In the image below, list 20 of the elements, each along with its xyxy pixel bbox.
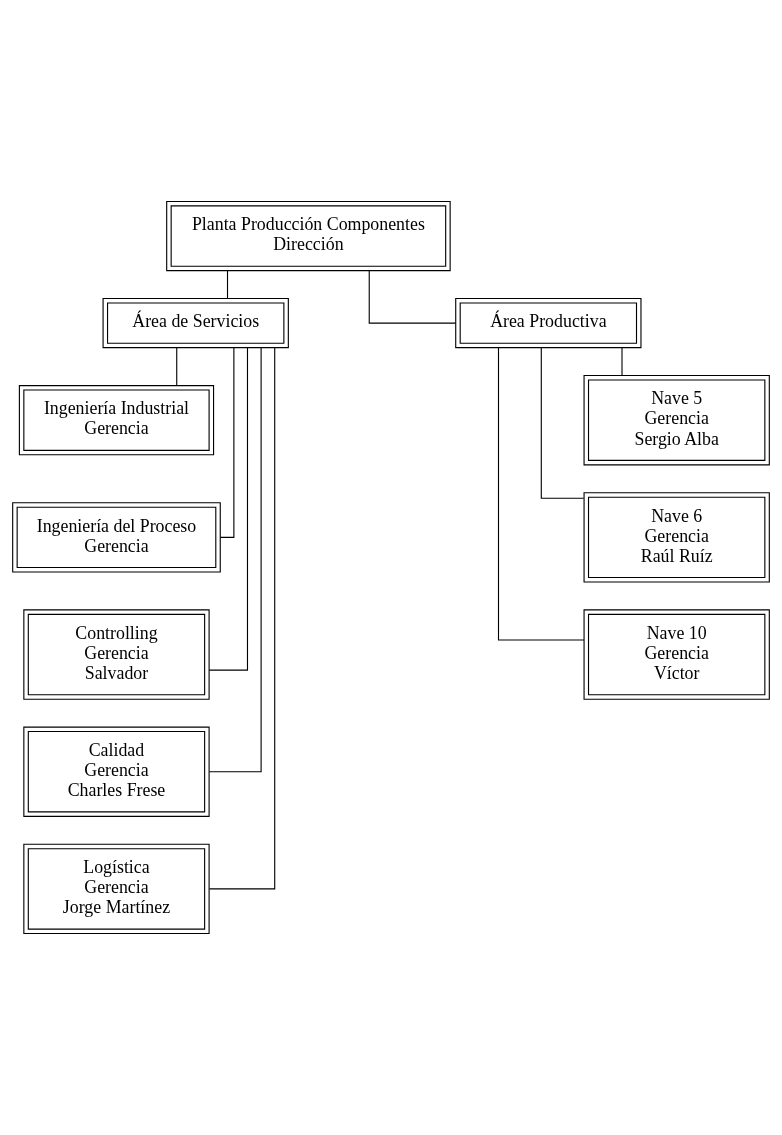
node-box: Nave 6 Gerencia Raúl Ruíz — [583, 492, 770, 583]
connector — [540, 347, 585, 499]
node-box: Controlling Gerencia Salvador — [23, 609, 210, 700]
connector — [208, 347, 276, 890]
connector — [621, 347, 623, 376]
node-box: Área de Servicios — [102, 298, 289, 349]
node-box: Nave 10 Gerencia Víctor — [583, 609, 770, 700]
connector — [368, 270, 457, 324]
connector — [497, 347, 585, 641]
node-box: Nave 5 Gerencia Sergio Alba — [583, 375, 770, 466]
connector — [208, 347, 262, 773]
connector — [226, 270, 229, 299]
node-box: Planta Producción Componentes Dirección — [166, 200, 451, 272]
node-box: Ingeniería Industrial Gerencia — [18, 385, 215, 456]
connector — [208, 347, 249, 671]
connector — [176, 347, 178, 386]
node-box: Ingeniería del Proceso Gerencia — [12, 502, 221, 573]
node-box: Calidad Gerencia Charles Frese — [23, 726, 210, 817]
node-box: Área Productiva — [455, 298, 642, 349]
node-box: Logística Gerencia Jorge Martínez — [23, 843, 210, 935]
